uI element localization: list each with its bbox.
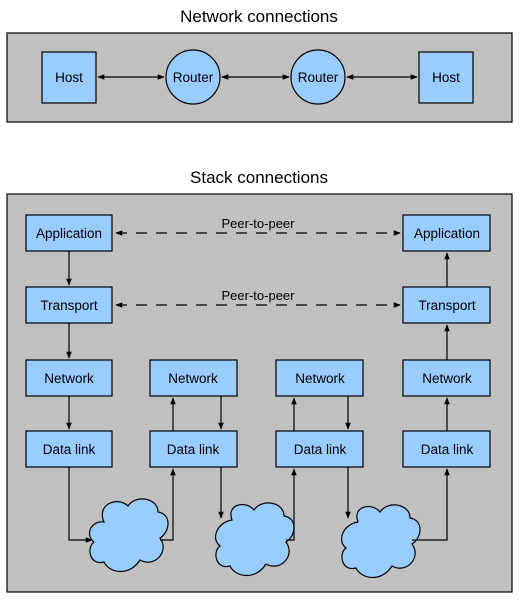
router-1-data-link-box: Data link: [149, 430, 238, 468]
wire-cloud-3-to-right-host: [412, 468, 450, 541]
host-node-right-label: Host: [432, 70, 460, 85]
router-2-data-link-box: Data link: [275, 430, 364, 468]
router-2-network-label: Network: [295, 371, 345, 386]
router-node-2: Router: [290, 49, 346, 105]
left-network-box: Network: [25, 359, 113, 397]
left-application-box: Application: [25, 214, 113, 252]
right-data-link-box: Data link: [402, 430, 491, 468]
router-1-data-link-label: Data link: [167, 442, 220, 457]
wire-cloud-1-to-router-1: [160, 468, 176, 541]
router-2-network-box: Network: [275, 359, 364, 397]
wire-left-host-to-cloud-1: [68, 467, 93, 543]
peer-label-transport: Peer-to-peer: [222, 288, 296, 303]
right-transport-label: Transport: [418, 298, 476, 313]
router-node-1-label: Router: [173, 70, 214, 85]
right-application-label: Application: [414, 226, 480, 241]
host-node-left-label: Host: [55, 70, 83, 85]
cloud-1-icon: [89, 498, 169, 573]
router-1-network-box: Network: [149, 359, 238, 397]
router-node-2-label: Router: [298, 70, 339, 85]
left-network-label: Network: [44, 371, 94, 386]
router-2-data-link-label: Data link: [294, 442, 347, 457]
host-node-left: Host: [41, 51, 97, 104]
network-connections-title: Network connections: [180, 7, 338, 26]
cloud-2-icon: [215, 502, 295, 577]
left-data-link-label: Data link: [43, 442, 96, 457]
left-data-link-box: Data link: [25, 430, 113, 468]
router-1-network-label: Network: [168, 371, 218, 386]
right-network-label: Network: [422, 371, 472, 386]
right-data-link-label: Data link: [421, 442, 474, 457]
router-node-1: Router: [165, 49, 221, 105]
wire-cloud-2-to-router-2: [286, 468, 297, 541]
peer-label-application: Peer-to-peer: [222, 216, 296, 231]
right-application-box: Application: [402, 214, 491, 252]
left-transport-box: Transport: [25, 286, 113, 324]
right-transport-box: Transport: [402, 286, 491, 324]
stack-connections-title: Stack connections: [190, 168, 328, 187]
host-node-right: Host: [418, 51, 474, 104]
left-application-label: Application: [36, 226, 102, 241]
cloud-3-icon: [341, 504, 421, 579]
left-transport-label: Transport: [40, 298, 98, 313]
right-network-box: Network: [402, 359, 491, 397]
